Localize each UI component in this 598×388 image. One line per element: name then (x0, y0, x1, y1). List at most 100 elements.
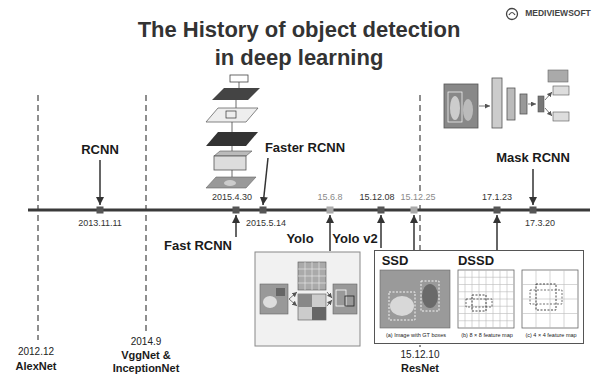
yolo-panel (298, 262, 326, 290)
logo-icon (507, 9, 518, 20)
faster-rcnn-figure (206, 75, 260, 188)
mask-rcnn-figure (545, 108, 552, 116)
figure-caption: (a) Image with GT boxes (385, 332, 447, 338)
yolo-panel (255, 252, 360, 346)
date-marker (233, 207, 240, 214)
faster-rcnn-figure (214, 151, 252, 156)
date-marker (530, 207, 537, 214)
pointer-arrow (496, 215, 498, 250)
mask-rcnn-figure (463, 99, 473, 121)
backbone-name: VggNet & InceptionNet (104, 349, 188, 375)
date-marker (260, 207, 267, 214)
date-marker (494, 207, 501, 214)
method-name: SSD (381, 254, 410, 269)
mask-rcnn-figure (520, 94, 527, 114)
faster-rcnn-figure (226, 111, 236, 118)
yolo-panel (276, 288, 285, 296)
yolo-panel (336, 290, 346, 306)
mask-rcnn-figure (553, 86, 569, 95)
ssd-figure (472, 295, 486, 311)
ssd-figure (530, 290, 562, 304)
faster-rcnn-figure (206, 177, 256, 188)
faster-rcnn-figure (232, 122, 233, 133)
yolo-panel (333, 284, 357, 314)
yolo-panel (289, 299, 297, 306)
faster-rcnn-figure (232, 170, 233, 177)
pointer-arrow (263, 158, 268, 205)
era-divider (38, 95, 420, 347)
date-label: 15.12.25 (399, 192, 436, 202)
date-label: 17.1.23 (481, 192, 513, 202)
yolo-panel (312, 307, 326, 320)
page-title: The History of object detection in deep … (131, 16, 467, 72)
date-marker (378, 207, 385, 214)
ssd-figure (380, 270, 450, 328)
method-name: Mask RCNN (495, 151, 571, 166)
date-marker (411, 207, 418, 214)
mask-rcnn-figure (448, 92, 462, 122)
pointer-arrow (100, 158, 533, 251)
mask-rcnn-figure (548, 70, 568, 82)
ssd-figure (374, 250, 584, 344)
faster-rcnn-figure (206, 132, 258, 146)
mask-rcnn-figure (528, 104, 536, 105)
yolo-panel (298, 294, 326, 320)
era-divider (145, 95, 146, 332)
ssd-figure (389, 292, 415, 320)
method-name: Fast RCNN (163, 239, 233, 254)
backbone-name: AlexNet (15, 360, 58, 373)
date-label: 2013.11.11 (77, 218, 123, 228)
ssd-figure (522, 270, 578, 328)
era-date: 15.12.10 (400, 349, 441, 361)
ssd-figure (536, 284, 556, 310)
yolo-panel (260, 284, 288, 314)
ssd-figure (422, 284, 438, 308)
timeline-axis (28, 209, 590, 212)
mask-rcnn-figure (507, 88, 515, 120)
ssd-figure (421, 281, 439, 311)
mask-rcnn-figure (444, 84, 478, 128)
date-marker (97, 207, 104, 214)
date-label: 17.3.20 (524, 218, 556, 228)
logo-icon (507, 9, 518, 20)
yolo-panel (298, 262, 326, 290)
yolo-panel (327, 292, 332, 298)
ssd-figure (522, 270, 578, 328)
pointer-arrow (235, 215, 237, 237)
yolo-panel (263, 296, 277, 308)
figure-caption: (b) 8 × 8 feature map (460, 332, 514, 338)
ssd-panel: SSD DSSD (a) Image with GT boxes (b) 8 × 8 … (374, 250, 584, 344)
ssd-figure (374, 250, 584, 344)
method-name: Faster RCNN (264, 141, 346, 156)
pointer-arrow (532, 169, 534, 205)
backbone-name: ResNet (400, 362, 440, 375)
date-label: 2015.5.14 (245, 218, 287, 228)
yolo-panel (298, 294, 312, 307)
pointer-arrow (380, 215, 382, 248)
mask-rcnn-figure (444, 70, 569, 128)
figure-caption: (c) 4 × 4 feature map (524, 332, 577, 338)
ssd-figure (458, 270, 514, 328)
faster-rcnn-figure (212, 88, 260, 100)
faster-rcnn-figure (230, 75, 248, 82)
era-divider (37, 95, 38, 340)
mask-rcnn-figure (553, 112, 569, 121)
faster-rcnn-figure (214, 156, 246, 170)
yolo-panel (289, 292, 297, 299)
date-label: 15.12.08 (358, 192, 395, 202)
date-marker (97, 207, 537, 214)
method-name: Yolo (285, 232, 314, 247)
faster-rcnn-figure (224, 180, 236, 186)
logo-icon (509, 13, 515, 16)
ssd-figure (458, 270, 514, 328)
ssd-figure (466, 299, 492, 307)
mask-rcnn-figure (450, 96, 460, 120)
mask-rcnn-figure (538, 96, 544, 112)
era-date: 2014.9 (130, 336, 163, 348)
method-name: DSSD (457, 254, 495, 269)
date-label: 15.6.8 (316, 192, 343, 202)
yolo-panel (255, 252, 360, 346)
timeline-axis (28, 210, 590, 211)
yolo-panel (345, 296, 354, 306)
date-label: 2015.4.30 (211, 192, 253, 202)
